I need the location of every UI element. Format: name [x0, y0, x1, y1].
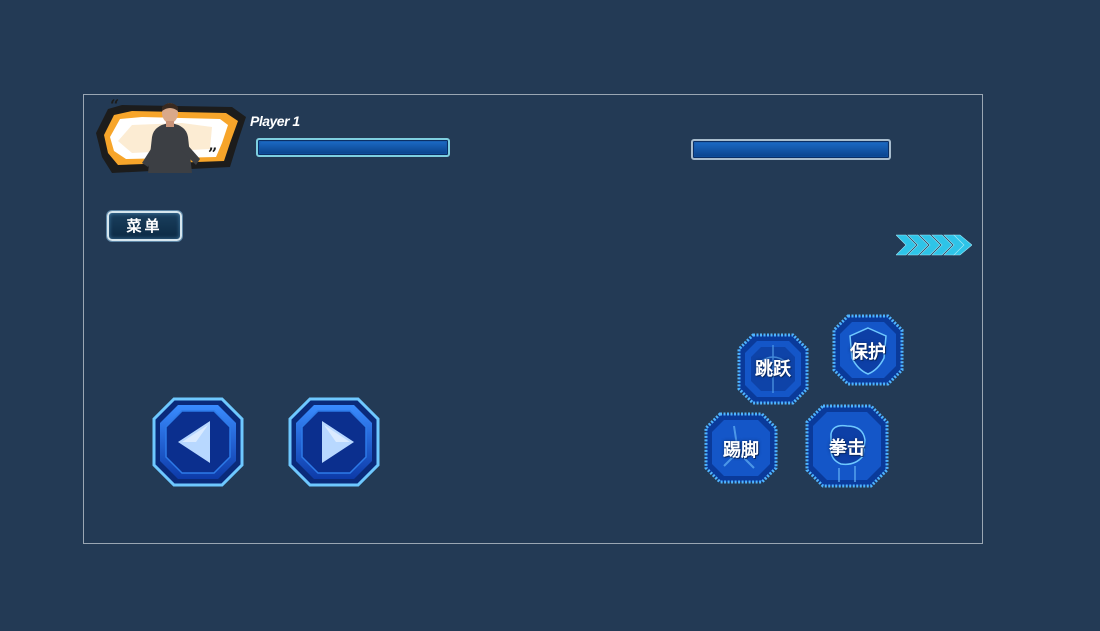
shield-icon [849, 327, 887, 375]
menu-button[interactable]: 菜单 [107, 211, 182, 241]
fist-icon [830, 424, 866, 466]
kick-button[interactable]: 踢脚 [704, 412, 778, 484]
guard-button[interactable]: 保护 [832, 314, 904, 386]
enemy-health-bar [691, 139, 891, 160]
player1-health-bar [256, 138, 450, 157]
guard-label: 保护 [850, 342, 886, 363]
punch-label: 拳击 [829, 438, 865, 459]
player1-health-fill [260, 142, 446, 153]
punch-button[interactable]: 拳击 [805, 404, 889, 488]
svg-text:“: “ [110, 97, 119, 115]
forward-chevron-icon [896, 234, 972, 256]
enemy-health-fill [695, 143, 887, 156]
player-avatar [142, 103, 200, 173]
svg-text:”: ” [208, 144, 217, 163]
game-viewport-frame [83, 94, 983, 544]
kick-label: 踢脚 [723, 440, 759, 461]
jump-button[interactable]: 跳跃 [737, 333, 809, 405]
jump-label: 跳跃 [755, 359, 791, 380]
player-portrait: “ ” [96, 97, 246, 173]
move-right-button[interactable] [288, 397, 380, 487]
leg-icon [723, 425, 755, 469]
move-left-button[interactable] [152, 397, 244, 487]
player-name-label: Player 1 [250, 113, 300, 129]
